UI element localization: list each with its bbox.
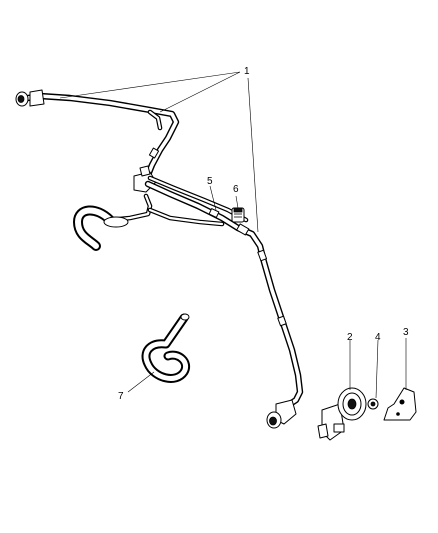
callout-2: 2	[347, 332, 353, 343]
callout-4: 4	[375, 332, 381, 343]
hose-end-elbow-upper	[15, 89, 45, 107]
callout-5: 5	[207, 176, 213, 187]
check-valve	[231, 207, 245, 223]
purge-solenoid	[317, 387, 367, 441]
callout-3: 3	[403, 327, 409, 338]
hose-end-elbow-lower	[266, 399, 297, 429]
callout-labels: 1 2 3 4 5 6 7	[118, 66, 409, 402]
mounting-bracket	[383, 387, 417, 421]
callout-6: 6	[233, 184, 239, 195]
hose-harness	[15, 89, 304, 429]
callout-1: 1	[244, 66, 250, 77]
formed-hose	[141, 313, 190, 383]
leader-lines	[59, 71, 407, 399]
nut	[367, 398, 379, 410]
callout-7: 7	[118, 391, 124, 402]
